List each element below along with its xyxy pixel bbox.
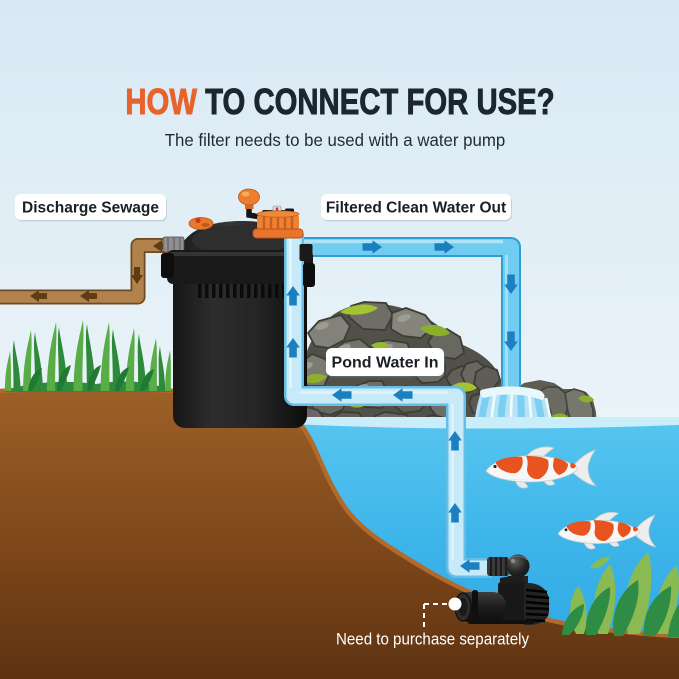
svg-text:Need to purchase separately: Need to purchase separately bbox=[336, 631, 530, 649]
svg-text:Pond Water In: Pond Water In bbox=[332, 355, 439, 372]
svg-text:The filter needs to be used wi: The filter needs to be used with a water… bbox=[165, 130, 506, 150]
svg-text:Discharge Sewage: Discharge Sewage bbox=[22, 200, 159, 217]
svg-text:Filtered Clean Water Out: Filtered Clean Water Out bbox=[326, 200, 506, 217]
svg-text:HOW TO CONNECT FOR USE?: HOW TO CONNECT FOR USE? bbox=[125, 82, 554, 123]
